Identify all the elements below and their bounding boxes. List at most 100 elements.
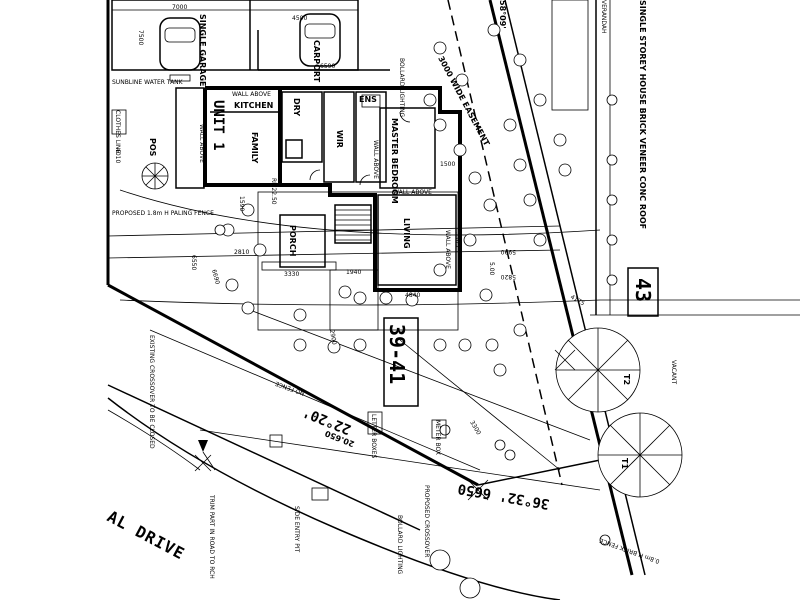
shrub-icon — [533, 233, 547, 247]
shrub-icon — [513, 53, 527, 67]
shrub-icon — [433, 338, 447, 352]
shrub-icon — [485, 338, 499, 352]
service-line-4 — [119, 299, 601, 306]
tree-t2-label: T2 — [622, 374, 631, 385]
wall-above-label-2: WALL ABOVE — [232, 91, 271, 98]
pos-tree-icon — [141, 162, 169, 190]
stairs — [334, 204, 372, 244]
shrub-icon — [558, 163, 572, 177]
shrub-icon — [494, 439, 506, 451]
dim-3300: 3300 — [468, 420, 482, 437]
family-label: FAMILY — [250, 132, 259, 164]
tree-t1-label: T1 — [620, 458, 629, 469]
street-name: AL DRIVE — [104, 507, 188, 564]
shrub-icon — [453, 143, 467, 157]
side-entry-pit-icon — [311, 487, 329, 501]
stair-outline — [334, 204, 372, 244]
shrub-icon — [513, 323, 527, 337]
unit-outer-walls — [203, 86, 462, 292]
verandah-outline — [551, 0, 589, 111]
shrub-icon — [241, 301, 255, 315]
service-line-3 — [119, 189, 601, 236]
dim-1500: 1500 — [440, 161, 455, 168]
shrub-icon — [225, 278, 239, 292]
service-line-8 — [399, 339, 561, 471]
door-swing-2 — [359, 174, 371, 186]
garage-carport: SUNBLINE WATER TANK SINGLE GARAGE CARPOR… — [111, 0, 390, 87]
dim-7500: 7500 — [137, 30, 144, 45]
carport-label: CARPORT — [312, 40, 321, 83]
shrub-icon — [479, 288, 493, 302]
vacant-label: VACANT — [670, 360, 677, 385]
road-edge — [107, 397, 561, 600]
cross-icon — [554, 349, 576, 371]
pit-icon — [269, 434, 283, 448]
shrub-icon — [606, 194, 618, 206]
shrub-icon — [483, 198, 497, 212]
dim-2900: 2900 — [328, 329, 338, 345]
shrub-icon — [433, 41, 447, 55]
survey-marker-icon — [198, 440, 208, 452]
shrub-icon — [433, 263, 447, 277]
wir-label: WIR — [335, 130, 344, 148]
pos-area: POS CLOTHES LINE PROPOSED 1.8m H PALING … — [111, 87, 214, 217]
unit-1-label: UNIT 1 — [210, 100, 226, 151]
shrub-icon — [338, 285, 352, 299]
shrub-icon — [504, 449, 516, 461]
tree-t2: T2 — [555, 327, 641, 413]
dim-6590: 6590 — [320, 63, 335, 70]
master-bedroom-label: MASTER BEDROOM — [390, 118, 399, 204]
proposed-fence-label: PROPOSED 1.8m H PALING FENCE — [112, 210, 214, 217]
shrub-icon — [606, 274, 618, 286]
dry-label: DRY — [292, 98, 301, 116]
ensuite-room — [355, 91, 387, 183]
side-entry-label: SIDE ENTRY PIT — [293, 506, 300, 553]
shrub-icon — [433, 118, 447, 132]
dim-3965: 3965 — [454, 232, 461, 247]
dim-1590: 1590 — [238, 196, 245, 211]
meter-box-label: METER BOX — [434, 420, 441, 455]
verandah-label: VERANDAH — [600, 0, 607, 34]
road-line — [107, 409, 201, 471]
dim-3330: 3330 — [284, 271, 299, 278]
wall-above-label-3: WALL ABOVE — [372, 140, 379, 179]
shrub-icon — [353, 338, 367, 352]
east-boundary — [488, 0, 634, 576]
shrub-icon — [379, 291, 393, 305]
master-bedroom-room — [379, 107, 436, 189]
cross-icon — [467, 479, 489, 501]
shrub-icon — [523, 193, 537, 207]
letter-boxes-icon — [367, 411, 383, 435]
shrub-icon — [455, 73, 469, 87]
service-line-2 — [107, 225, 561, 237]
meter-box-icon — [431, 419, 447, 439]
wall-above-label-5: WALL ABOVE — [444, 230, 451, 269]
shrub-icon — [439, 424, 451, 436]
water-tank — [169, 74, 191, 82]
shrub-icon — [599, 534, 611, 546]
lot-box — [383, 317, 419, 407]
shrub-icon — [429, 549, 451, 571]
shrub-icon — [606, 94, 618, 106]
dim-5820: 5820 — [501, 273, 516, 280]
service-line-1 — [107, 249, 561, 259]
ens-label: ENS — [359, 95, 377, 104]
bearing-3: 58°09' — [498, 0, 507, 29]
unit-1-floorplan: UNIT 1 KITCHEN FAMILY WALL ABOVE WALL AB… — [198, 86, 462, 331]
cross-icon — [194, 454, 212, 472]
dim-7000: 7000 — [172, 4, 187, 11]
dim-6690: 6690 — [210, 269, 221, 286]
clothes-line-box — [111, 109, 127, 135]
shrub-icon — [503, 118, 517, 132]
toilet-fixture — [285, 139, 303, 159]
front-boundary — [477, 457, 611, 486]
living-label: LIVING — [402, 218, 411, 249]
shrub-icon — [327, 340, 341, 354]
survey-leader — [202, 451, 216, 471]
shrub-icon — [423, 93, 437, 107]
rl-label: RL 22.50 — [270, 178, 277, 205]
existing-crossover-label: EXISTING CROSSOVER TO BE CLOSED — [148, 335, 155, 449]
dim-4500: 4500 — [292, 15, 307, 22]
lot-number-box: 39-41 — [383, 317, 419, 407]
